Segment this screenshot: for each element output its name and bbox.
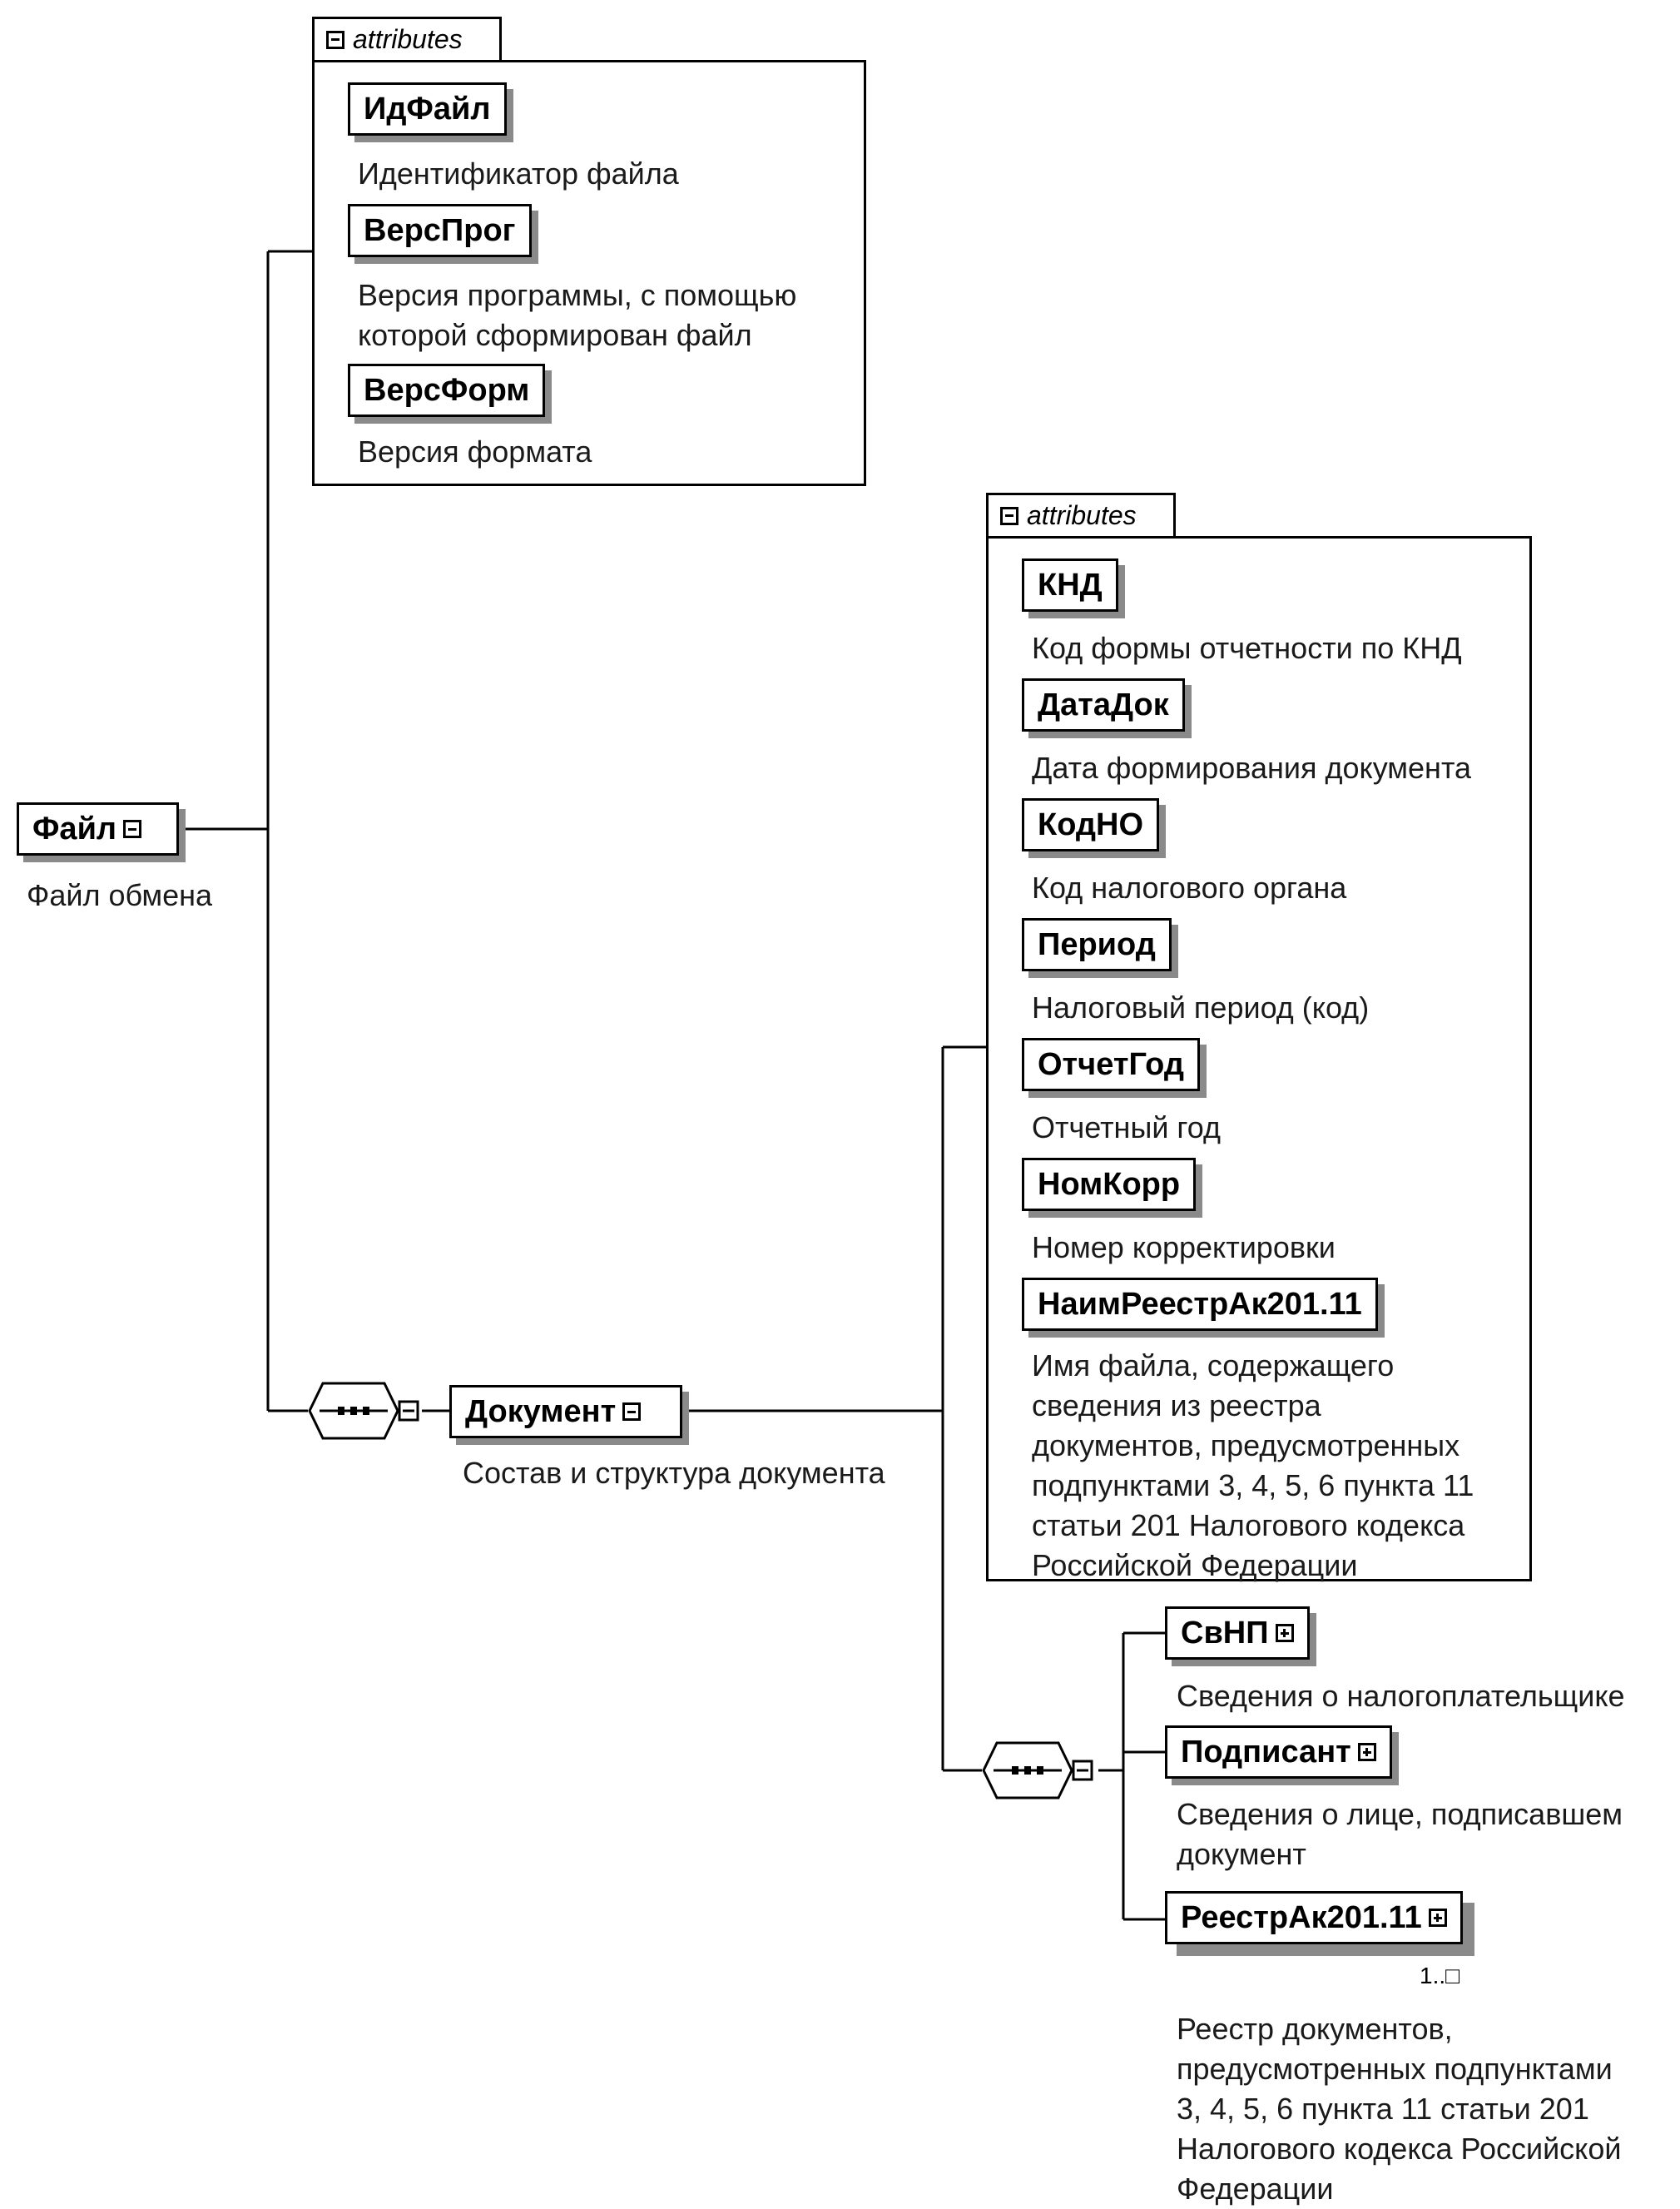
element-description: Состав и структура документа: [463, 1456, 885, 1490]
sequence-compositor[interactable]: [982, 1741, 1098, 1799]
element-reestrak[interactable]: РеестрАк201.11: [1165, 1891, 1468, 1949]
attribute-knd[interactable]: КНД: [1022, 558, 1118, 612]
attribute-description: Номер корректировки: [1032, 1230, 1336, 1264]
collapse-icon[interactable]: [123, 820, 142, 838]
attribute-label: ДатаДок: [1038, 687, 1169, 722]
attribute-description: Код налогового органа: [1032, 871, 1347, 905]
element-label: РеестрАк201.11: [1181, 1899, 1422, 1935]
element-label: СвНП: [1181, 1615, 1269, 1651]
sequence-icon: [308, 1382, 419, 1440]
attribute-label: КодНО: [1038, 807, 1144, 842]
attributes-tab-label: attributes: [1027, 500, 1137, 530]
attributes-tab-root[interactable]: attributes: [312, 17, 502, 60]
element-label: Документ: [465, 1393, 617, 1429]
attributes-group-document: КНД Код формы отчетности по КНД ДатаДок …: [986, 536, 1532, 1582]
expand-icon[interactable]: [1357, 1743, 1376, 1761]
attribute-description: Код формы отчетности по КНД: [1032, 631, 1462, 665]
attribute-naimreestr[interactable]: НаимРеестрАк201.11: [1022, 1278, 1378, 1331]
cardinality-label: 1..□: [1420, 1963, 1460, 1988]
root-element-description: Файл обмена: [27, 878, 213, 912]
sequence-compositor[interactable]: [308, 1382, 422, 1440]
attribute-label: КНД: [1038, 567, 1103, 603]
attribute-label: ИдФайл: [364, 91, 491, 127]
attribute-description: Имя файла, содержащего сведения из реест…: [1032, 1348, 1474, 1582]
element-description: Реестр документов, предусмотренных подпу…: [1177, 2012, 1622, 2206]
attribute-label: ОтчетГод: [1038, 1046, 1184, 1082]
attribute-datadok[interactable]: ДатаДок: [1022, 678, 1185, 732]
root-element-label: Файл: [32, 811, 117, 846]
attribute-kodno[interactable]: КодНО: [1022, 798, 1160, 851]
attribute-versform[interactable]: ВерсФорм: [348, 364, 546, 417]
element-description: Сведения о налогоплательщике: [1177, 1679, 1625, 1713]
attribute-idfile[interactable]: ИдФайл: [348, 82, 507, 136]
attribute-description: Дата формирования документа: [1032, 751, 1472, 785]
collapse-icon[interactable]: [1000, 506, 1018, 525]
element-label: Подписант: [1181, 1734, 1351, 1770]
attribute-nomkorr[interactable]: НомКорр: [1022, 1158, 1197, 1211]
sequence-icon: [982, 1741, 1093, 1799]
attributes-tab-document[interactable]: attributes: [986, 493, 1176, 536]
attribute-versprog[interactable]: ВерсПрог: [348, 204, 532, 257]
attribute-label: ВерсПрог: [364, 212, 516, 248]
attribute-period[interactable]: Период: [1022, 918, 1172, 971]
attribute-description: Отчетный год: [1032, 1110, 1222, 1144]
expand-icon[interactable]: [1275, 1624, 1294, 1642]
attribute-label: Период: [1038, 926, 1156, 962]
attribute-description: Налоговый период (код): [1032, 990, 1370, 1025]
attributes-group-root: ИдФайл Идентификатор файла ВерсПрог Верс…: [312, 60, 866, 486]
attribute-otchetgod[interactable]: ОтчетГод: [1022, 1038, 1200, 1091]
collapse-icon[interactable]: [622, 1402, 642, 1421]
element-svnp[interactable]: СвНП: [1165, 1606, 1310, 1660]
collapse-icon[interactable]: [326, 30, 344, 49]
attribute-description: Идентификатор файла: [358, 156, 679, 191]
attribute-label: НаимРеестрАк201.11: [1038, 1286, 1362, 1322]
attribute-label: ВерсФорм: [364, 372, 530, 408]
root-element-file[interactable]: Файл: [17, 802, 179, 856]
element-document[interactable]: Документ: [449, 1385, 682, 1438]
expand-icon[interactable]: [1428, 1909, 1447, 1927]
attribute-label: НомКорр: [1038, 1166, 1181, 1202]
element-description: Сведения о лице, подписавшем документ: [1177, 1797, 1623, 1871]
attributes-tab-label: attributes: [353, 24, 463, 54]
attribute-description: Версия формата: [358, 434, 592, 469]
attribute-description: Версия программы, с помощью которой сфор…: [358, 278, 797, 352]
element-podpisant[interactable]: Подписант: [1165, 1725, 1392, 1779]
